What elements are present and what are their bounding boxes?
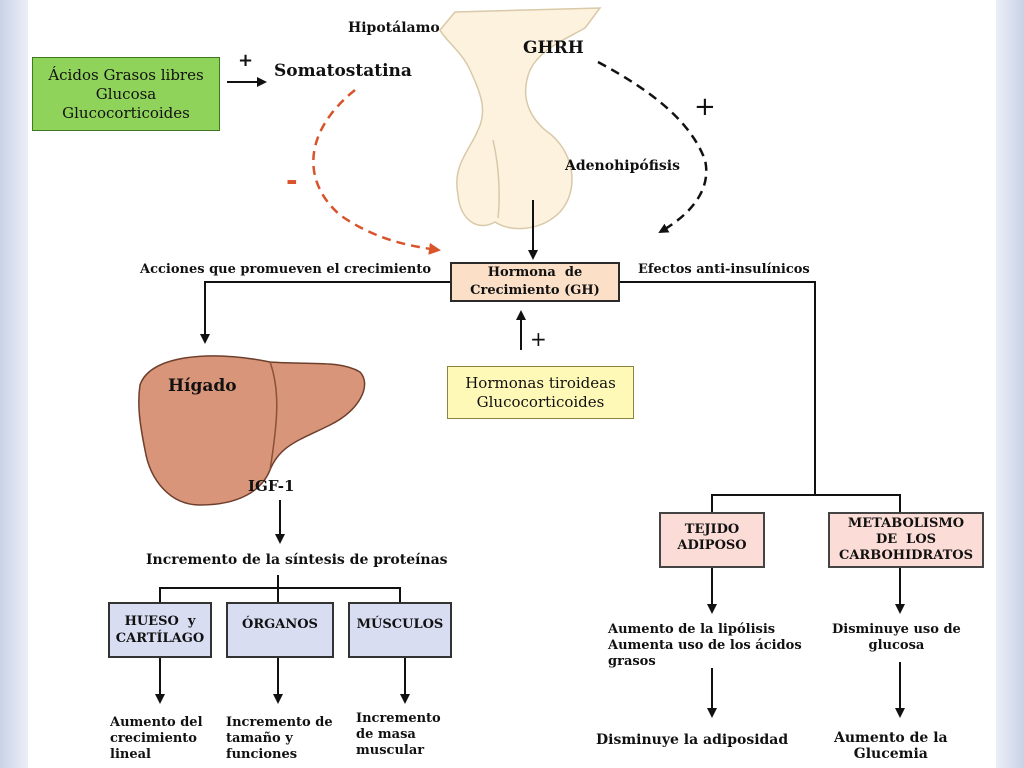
background-left xyxy=(0,0,30,768)
liver-label: Hígado xyxy=(168,376,237,396)
metabolismo-effect1: Disminuye uso de glucosa xyxy=(832,622,961,653)
stimulator-item: Hormonas tiroideas xyxy=(465,373,616,392)
ghrh-label: GHRH xyxy=(523,38,584,58)
background-right xyxy=(994,0,1024,768)
line-protein-split xyxy=(159,587,401,602)
organos-box: ÓRGANOS xyxy=(226,602,334,658)
stimulators-box: Hormonas tiroideas Glucocorticoides xyxy=(447,366,634,419)
metabolismo-box: METABOLISMO DE LOS CARBOHIDRATOS xyxy=(828,512,984,568)
line-right-branch xyxy=(620,281,816,495)
line-left-branch xyxy=(200,281,450,344)
tejido-effect2: Disminuye la adiposidad xyxy=(596,732,789,748)
right-branch-label: Efectos anti-insulínicos xyxy=(638,262,810,277)
gh-line1: Hormona de xyxy=(487,265,583,280)
arrow-ghrh-stimulation xyxy=(597,60,708,234)
hipotalamo-label: Hipotálamo xyxy=(348,20,440,36)
plus-somatostatina: + xyxy=(238,50,254,71)
left-branch-label: Acciones que promueven el crecimiento xyxy=(140,262,432,277)
hueso-box: HUESO y CARTÍLAGO xyxy=(108,602,212,658)
pituitary-gland xyxy=(439,7,602,230)
inhibitors-box: Ácidos Grasos libres Glucosa Glucocortic… xyxy=(32,57,220,131)
gh-line2: Crecimiento (GH) xyxy=(470,283,600,298)
gh-box: Hormona de Crecimiento (GH) xyxy=(450,262,620,302)
musculos-box: MÚSCULOS xyxy=(348,602,452,658)
metabolismo-effect2: Aumento de la Glucemia xyxy=(834,730,948,762)
minus-somatostatina: - xyxy=(286,164,298,197)
musculos-effect: Incremento de masa muscular xyxy=(356,711,441,758)
protein-synthesis-label: Incremento de la síntesis de proteínas xyxy=(146,552,448,568)
tejido-effect1: Aumento de la lipólisis Aumenta uso de l… xyxy=(608,622,802,669)
adenohipofisis-label: Adenohipófisis xyxy=(565,158,680,174)
hueso-effect: Aumento del crecimiento lineal xyxy=(110,715,203,762)
tejido-adiposo-box: TEJIDO ADIPOSO xyxy=(659,512,765,568)
plus-stimulators: + xyxy=(530,327,547,351)
line-right-split xyxy=(711,494,901,512)
stimulator-item: Glucocorticoides xyxy=(476,392,605,411)
somatostatina-label: Somatostatina xyxy=(274,61,412,81)
arrow-somatostatina-inhibition xyxy=(312,89,441,255)
inhibitor-item: Glucosa xyxy=(95,84,157,103)
inhibitor-item: Glucocorticoides xyxy=(62,103,190,122)
organos-effect: Incremento de tamaño y funciones xyxy=(226,715,333,762)
plus-ghrh: + xyxy=(694,92,716,122)
inhibitor-item: Ácidos Grasos libres xyxy=(48,65,204,84)
liver-shape xyxy=(138,355,366,506)
igf-label: IGF-1 xyxy=(248,477,295,495)
